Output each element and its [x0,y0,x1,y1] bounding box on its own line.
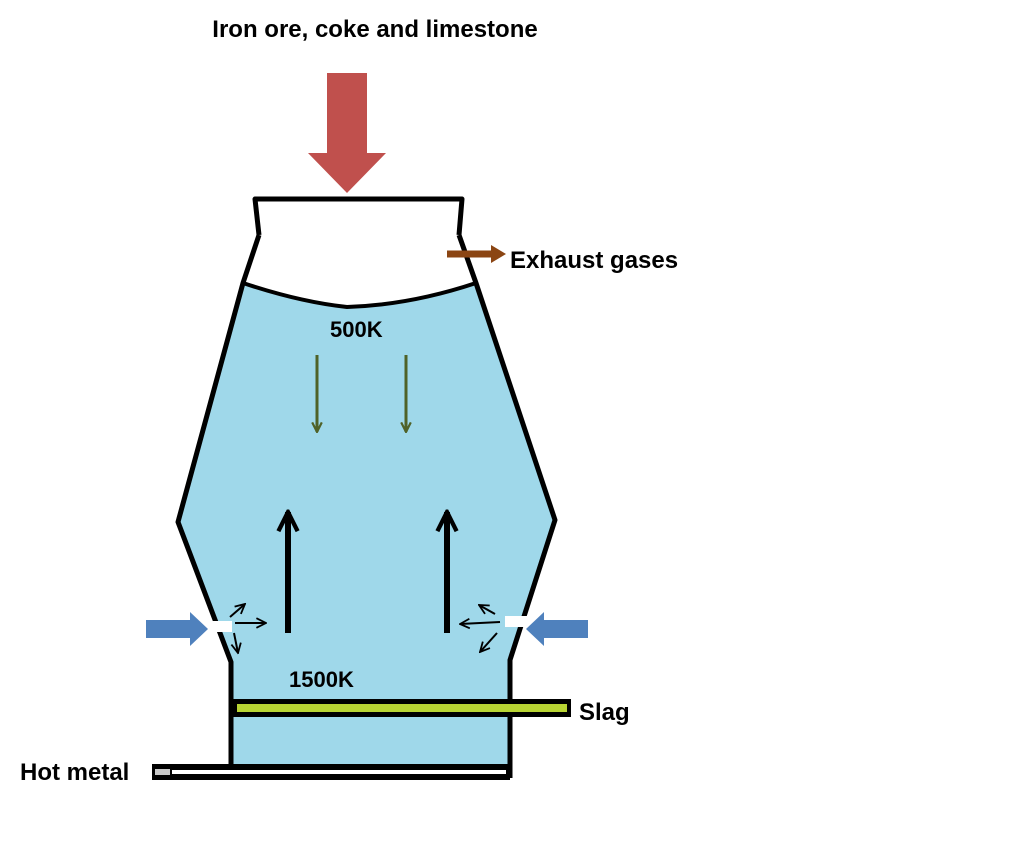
hot-metal-stream [155,769,170,775]
input-label: Iron ore, coke and limestone [212,16,537,43]
dispersion-arrow [234,632,238,653]
air-blast-arrow-left [146,612,208,646]
furnace-charge [178,283,555,765]
slag-stream [237,704,567,712]
exhaust-arrow-head [491,245,506,263]
slag-label: Slag [579,699,630,726]
furnace-throat [252,196,465,236]
exhaust-label: Exhaust gases [510,247,678,274]
air-blast-arrow-right [526,612,588,646]
furnace-wall-left [175,234,262,765]
charge-surface [242,281,477,310]
hot-metal-label: Hot metal [20,759,129,786]
temp-bottom-label: 1500K [289,667,354,692]
tuyere-right [505,616,527,627]
dispersion-arrow [229,604,245,618]
tuyere-left [210,621,232,632]
dispersion-arrow [479,605,496,615]
input-arrow [308,73,386,193]
temp-top-label: 500K [330,317,383,342]
hot-metal-stream-inner [172,770,506,774]
dispersion-arrow [480,632,498,652]
dispersion-arrow [460,622,501,624]
